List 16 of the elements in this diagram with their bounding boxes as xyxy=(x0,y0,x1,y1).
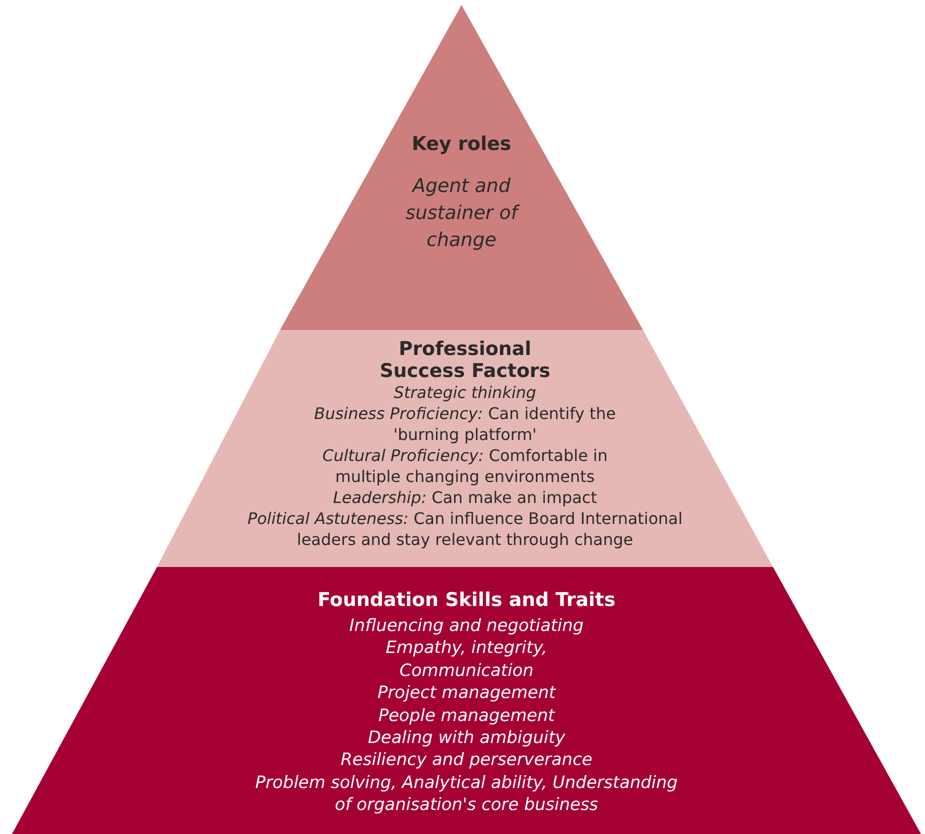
tier-text: Strategic thinking xyxy=(394,382,536,403)
tier-heading: Professional Success Factors xyxy=(378,338,552,382)
tier-text: Influencing and negotiating xyxy=(349,615,584,638)
tier-text: Empathy, integrity, Communication xyxy=(384,637,548,682)
tier-text: Problem solving, Analytical ability, Understanding of organisation's core business xyxy=(254,772,679,817)
tier-text: Business Proficiency: Can identify the 'burning platform' xyxy=(313,403,617,445)
tier-text: Political Astuteness: Can influence Board International leaders and stay relevant through change xyxy=(246,508,684,550)
tier-text: Resiliency and perserverance xyxy=(340,749,592,772)
tier-text: Project management xyxy=(377,682,556,705)
tier-heading: Key roles xyxy=(412,133,512,155)
tier-text: Leadership: Can make an impact xyxy=(332,487,597,508)
tier-text: People management xyxy=(378,704,555,728)
tier-text: Cultural Proficiency: Comfortable in multiple changing environments xyxy=(321,445,609,487)
tier-text: Agent and sustainer of change xyxy=(404,174,521,253)
tier-heading: Foundation Skills and Traits xyxy=(318,589,616,611)
tier-text: Dealing with ambiguity xyxy=(368,727,566,750)
